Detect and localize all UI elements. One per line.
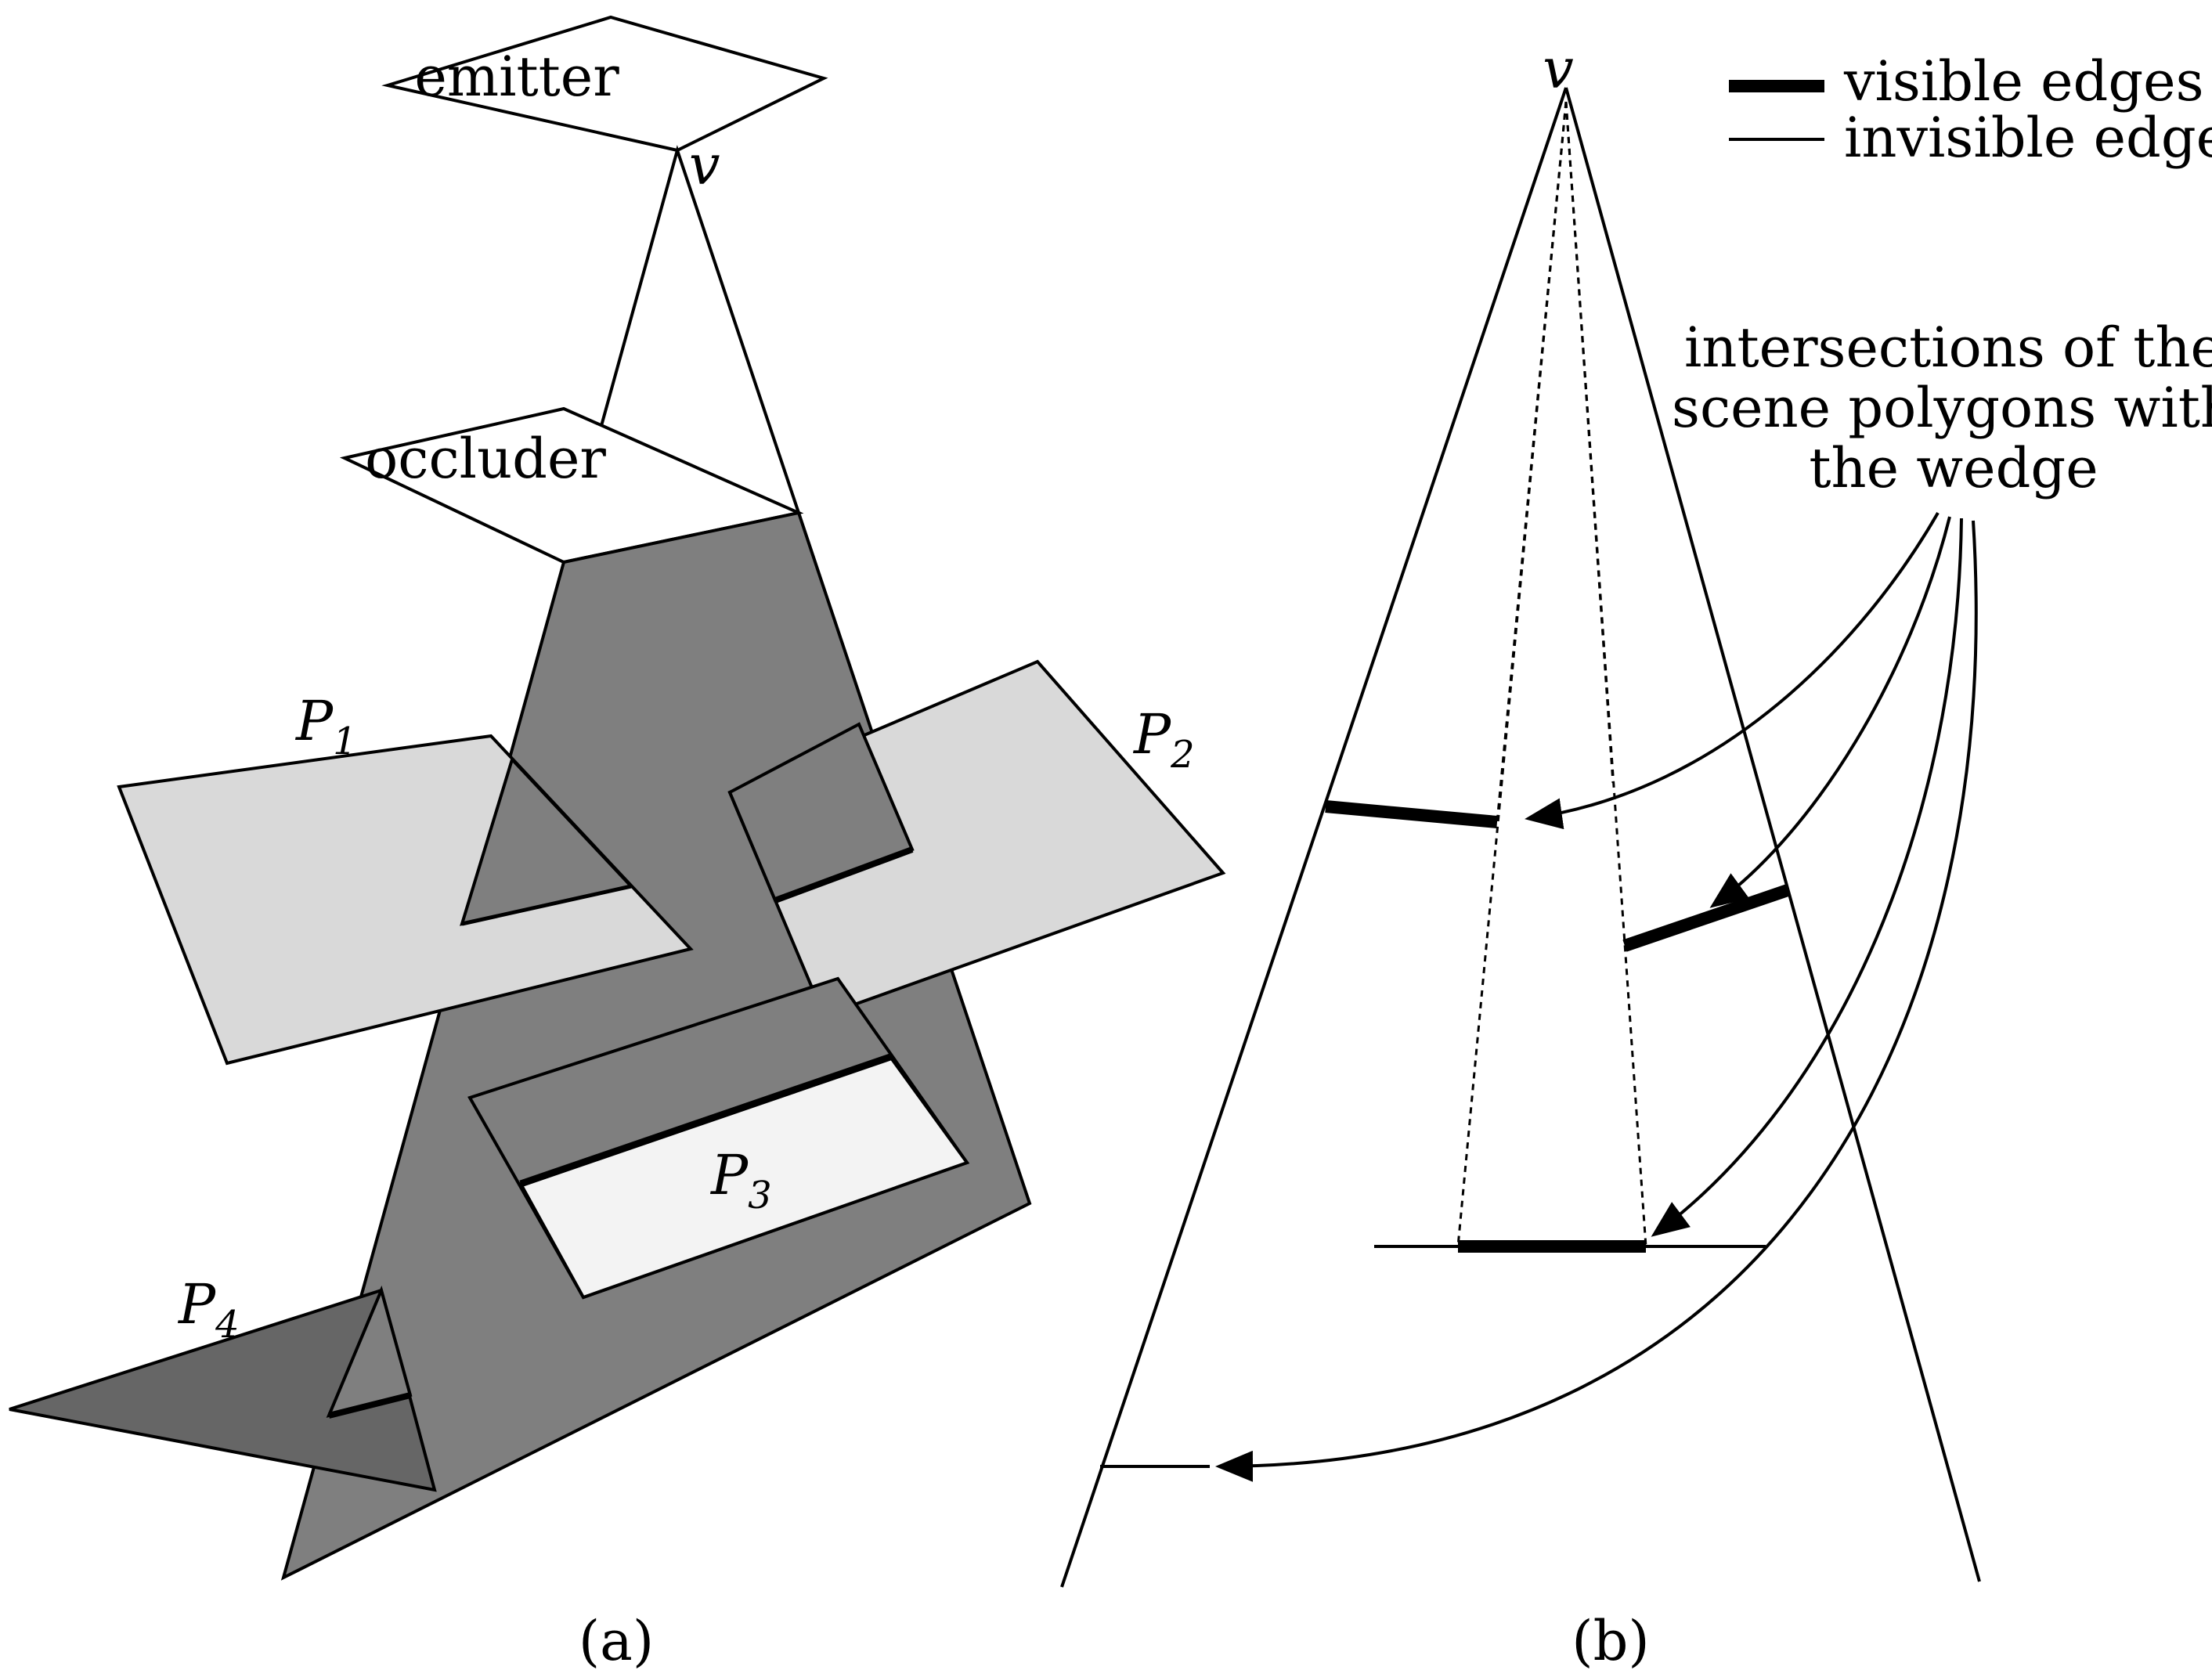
panel-b: v visible edges invisible edges intersec… bbox=[1060, 37, 2212, 1670]
annotation-arrow-1 bbox=[1525, 512, 1940, 830]
visible-edge-p1-a bbox=[461, 884, 632, 926]
caption-b: (b) bbox=[1571, 1609, 1649, 1670]
panel-a: emitter v occluder P1 bbox=[9, 15, 1226, 1670]
annotation-line-3: the wedge bbox=[1809, 436, 2098, 500]
wedge-left-line bbox=[1060, 87, 1568, 1588]
visible-edge-p3-a bbox=[519, 1053, 892, 1188]
annotation-arrow-3 bbox=[1651, 518, 1963, 1237]
vertex-v-label-a: v bbox=[689, 133, 720, 197]
caption-a: (a) bbox=[579, 1609, 654, 1670]
visible-edge-p2-a bbox=[774, 846, 914, 904]
label-p4: P4 bbox=[177, 1272, 240, 1347]
wedge-right-line bbox=[1564, 87, 1981, 1582]
annotation-line-2: scene polygons with bbox=[1672, 376, 2212, 440]
visible-edge-b-2 bbox=[1622, 884, 1790, 952]
dotted-ray-3 bbox=[1496, 101, 1568, 823]
annotation-arrow-4 bbox=[1215, 520, 1978, 1482]
emitter-shape bbox=[381, 15, 828, 153]
dotted-ray-1 bbox=[1456, 101, 1568, 1247]
legend-visible-label: visible edges bbox=[1843, 49, 2204, 114]
annotation-line-1: intersections of the bbox=[1684, 316, 2212, 380]
vertex-v-label-b: v bbox=[1543, 37, 1574, 101]
legend-invisible-label: invisible edges bbox=[1844, 106, 2212, 170]
label-p2: P2 bbox=[1132, 702, 1195, 777]
label-p3: P3 bbox=[709, 1143, 772, 1217]
label-p1: P1 bbox=[294, 689, 357, 763]
dotted-ray-2 bbox=[1564, 101, 1647, 1247]
emitter-label: emitter bbox=[414, 45, 619, 109]
dotted-ray-4 bbox=[1564, 101, 1615, 784]
annotation-arrow-2 bbox=[1709, 516, 1951, 908]
visible-edge-b-1 bbox=[1325, 800, 1498, 828]
visible-edge-p4-a bbox=[328, 1392, 411, 1419]
occluder-label: occluder bbox=[365, 427, 606, 491]
